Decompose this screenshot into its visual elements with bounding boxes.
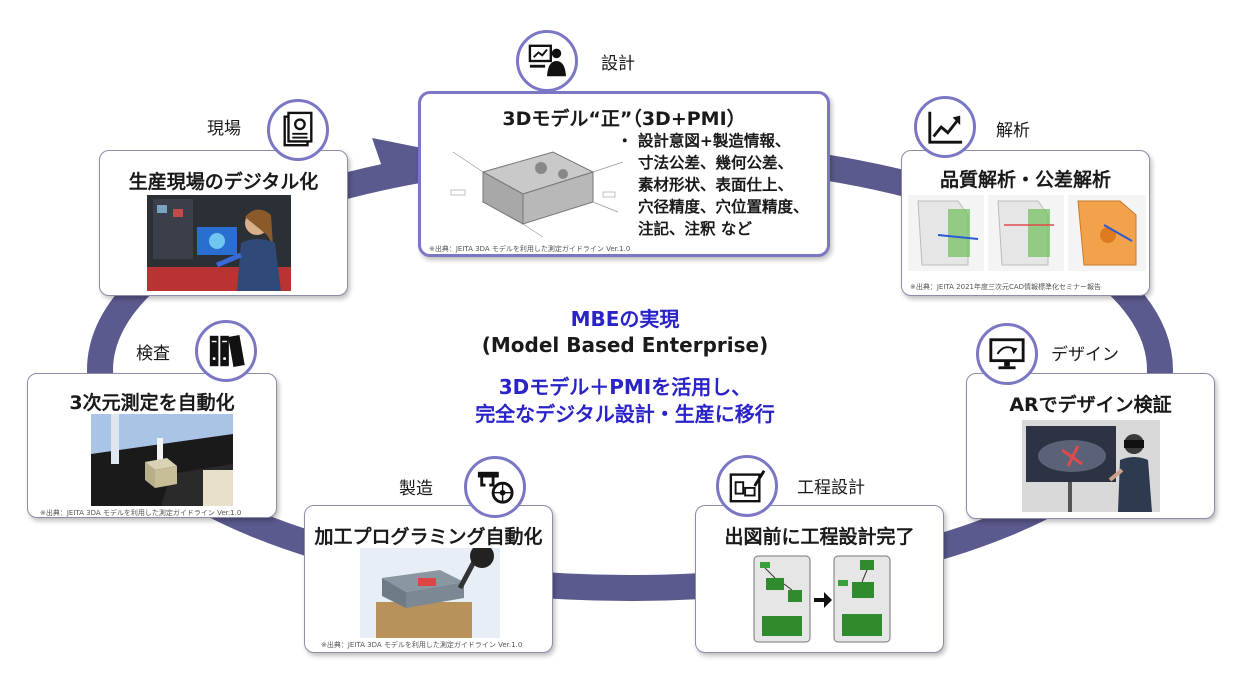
field-title: 生産現場のデジタル化 (128, 171, 319, 193)
manufacturing-icon-circle (464, 456, 526, 518)
presentation-person-icon (528, 44, 566, 77)
center-line-1: 3Dモデル＋PMIを活用し、 (498, 375, 752, 399)
design-icon-circle (516, 30, 578, 92)
design-bullet: 素材形状、表面仕上、 (638, 176, 794, 194)
inspection-label: 検査 (136, 344, 170, 364)
manufacturing-label: 製造 (399, 479, 433, 499)
ar-label: デザイン (1051, 345, 1119, 365)
center-line-2: 完全なデジタル設計・生産に移行 (475, 402, 775, 426)
inspection-icon-circle (195, 320, 257, 382)
trend-chart-icon (928, 111, 963, 144)
manufacturing-image (360, 548, 500, 638)
center-subtitle: (Model Based Enterprise) (481, 333, 769, 357)
process-card: 出図前に工程設計完了 (695, 505, 944, 653)
field-card: 生産現場のデジタル化 (99, 150, 348, 296)
binders-icon (209, 335, 245, 367)
process-diagram (753, 555, 891, 643)
design-label: 設計 (601, 54, 635, 74)
design-bullet: 穴径精度、穴位置精度、 (638, 198, 809, 216)
manufacturing-title: 加工プログラミング自動化 (314, 526, 543, 548)
design-card: 3Dモデル“正”（3D+PMI） ・ 設計意図+製造情報、 寸法公差、幾何公差、… (418, 91, 830, 257)
field-label: 現場 (207, 119, 241, 139)
field-icon-circle (267, 99, 329, 161)
document-gear-icon (283, 111, 313, 147)
design-bullets: ・ 設計意図+製造情報、 寸法公差、幾何公差、 素材形状、表面仕上、 穴径精度、… (617, 130, 809, 240)
analysis-images (908, 195, 1146, 271)
process-title: 出図前に工程設計完了 (724, 526, 915, 548)
ar-card: ARでデザイン検証 (966, 373, 1215, 519)
analysis-credit: ※出典：JEITA 2021年度三次元CAD情報標準化セミナー報告 (910, 283, 1102, 291)
manufacturing-card: 加工プログラミング自動化 ※出典：JEITA 3DA モデルを利用した測定ガイド… (304, 505, 553, 653)
design-credit: ※出典：JEITA 3DA モデルを利用した測定ガイドライン Ver.1.0 (429, 245, 631, 253)
process-label: 工程設計 (797, 478, 865, 498)
inspection-image (91, 414, 233, 506)
ar-icon-circle (976, 323, 1038, 385)
inspection-credit: ※出典：JEITA 3DA モデルを利用した測定ガイドライン Ver.1.0 (40, 509, 242, 517)
blueprint-pencil-icon (729, 470, 766, 503)
ar-photo (1022, 420, 1160, 512)
design-bullet: ・ 設計意図+製造情報、 (617, 132, 791, 150)
manufacturing-credit: ※出典：JEITA 3DA モデルを利用した測定ガイドライン Ver.1.0 (321, 641, 523, 649)
monitor-cursor-icon (989, 338, 1025, 370)
field-photo (147, 195, 291, 291)
cycle-arrowhead (372, 138, 432, 184)
design-title: 3Dモデル“正”（3D+PMI） (502, 108, 746, 130)
inspection-title: 3次元測定を自動化 (69, 392, 235, 414)
process-icon-circle (716, 455, 778, 517)
design-bullet: 注記、注釈 など (638, 220, 752, 238)
analysis-label: 解析 (996, 121, 1030, 141)
center-title: MBEの実現 (570, 307, 680, 331)
ar-title: ARでデザイン検証 (1009, 394, 1172, 416)
analysis-icon-circle (914, 96, 976, 158)
design-cad-drawing (450, 151, 624, 238)
inspection-card: 3次元測定を自動化 ※出典：JEITA 3DA モデルを利用した測定ガイドライン… (27, 373, 277, 518)
robot-arm-icon (477, 471, 514, 504)
analysis-card: 品質解析・公差解析 ※出典：JEITA 2021年度三次元CAD情報標準化セミナ… (901, 150, 1150, 296)
design-bullet: 寸法公差、幾何公差、 (638, 154, 794, 172)
analysis-title: 品質解析・公差解析 (939, 169, 1111, 191)
